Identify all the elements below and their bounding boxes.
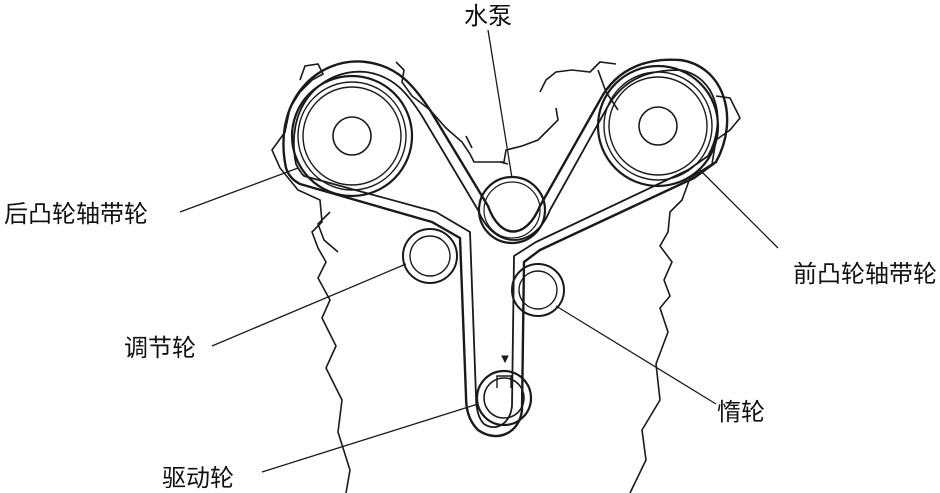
timing-belt xyxy=(282,58,729,438)
leader-front-cam xyxy=(699,169,779,249)
belt-outer xyxy=(282,58,729,438)
drive-pulley-wheel xyxy=(475,355,533,427)
rear-cam-pulley-label: 后凸轮轴带轮 xyxy=(4,200,148,228)
idler-pulley-label: 惰轮 xyxy=(717,398,765,426)
belt-inner xyxy=(293,69,719,428)
leader-adjuster xyxy=(211,263,407,347)
water-pump-label: 水泵 xyxy=(464,2,512,30)
idler-pulley-wheel xyxy=(511,263,565,317)
leader-rear-cam xyxy=(179,167,299,213)
front-cam-pulley xyxy=(596,64,720,188)
leader-drive xyxy=(261,403,479,473)
leader-water-pump xyxy=(487,29,513,179)
drive-pulley-label: 驱动轮 xyxy=(162,464,234,492)
engine-block-outline xyxy=(271,61,741,493)
adjuster-pulley-wheel xyxy=(402,228,458,284)
leader-lines xyxy=(179,29,779,473)
rear-cam-pulley xyxy=(290,74,414,198)
leader-idler xyxy=(555,305,717,405)
adjuster-pulley-label: 调节轮 xyxy=(124,334,196,362)
front-cam-pulley-label: 前凸轮轴带轮 xyxy=(793,260,937,288)
